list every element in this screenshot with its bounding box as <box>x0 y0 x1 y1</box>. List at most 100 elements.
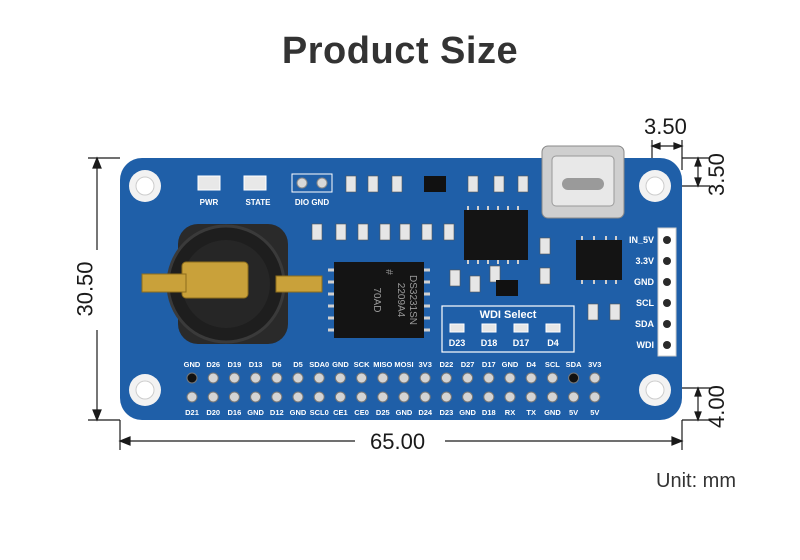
gpio-pin <box>483 372 495 384</box>
side-pin-wdi: WDI <box>637 340 655 350</box>
gpio-pin <box>525 372 537 384</box>
gpio-top-label: D17 <box>482 360 496 369</box>
gpio-bottom-label: D18 <box>482 408 496 417</box>
gpio-top-label: SCL <box>545 360 560 369</box>
gpio-pin <box>589 391 601 403</box>
gpio-pin <box>377 391 389 403</box>
gpio-pin <box>207 372 219 384</box>
gpio-pin <box>419 372 431 384</box>
gpio-pin <box>546 372 558 384</box>
gpio-top-label: D5 <box>293 360 303 369</box>
gpio-pin <box>313 391 325 403</box>
gpio-pin <box>440 372 452 384</box>
page-title: Product Size <box>281 30 519 72</box>
gpio-bottom-label: D21 <box>185 408 199 417</box>
wdi-select: WDI Select D23 D18 D17 D4 <box>441 305 575 353</box>
gpio-pin <box>186 391 198 403</box>
gpio-pin <box>462 391 474 403</box>
side-pin-in5v: IN_5V <box>629 235 654 245</box>
gpio-pin <box>440 391 452 403</box>
hole-offset: 4.00 <box>704 385 729 428</box>
gpio-top-label: SDA0 <box>309 360 329 369</box>
rtc-chip: DS3231SN 2209A4 # 70AD <box>328 262 430 338</box>
gpio-pin <box>313 372 325 384</box>
transistors <box>424 176 518 296</box>
gpio-pin <box>568 372 580 384</box>
gpio-top-label: 3V3 <box>588 360 601 369</box>
unit-label: Unit: mm <box>656 470 736 492</box>
chip-marking-4: 70AD <box>371 287 382 312</box>
gpio-top-label: D4 <box>526 360 536 369</box>
gpio-pin <box>419 391 431 403</box>
wdi-option-d4: D4 <box>547 338 559 348</box>
gpio-bottom-label: 5V <box>590 408 599 417</box>
gpio-top-label: MISO <box>373 360 392 369</box>
gpio-bottom-label: CE1 <box>333 408 348 417</box>
gpio-pin <box>546 391 558 403</box>
chip-marking-1: DS3231SN <box>407 275 418 325</box>
gpio-top-label: SDA <box>566 360 582 369</box>
gpio-pin <box>398 391 410 403</box>
gpio-bottom-label: 5V <box>569 408 578 417</box>
gpio-pin <box>250 372 262 384</box>
connector-offset-y: 3.50 <box>704 153 729 196</box>
gpio-pin <box>250 391 262 403</box>
gpio-top-label: D19 <box>228 360 242 369</box>
gpio-bottom-label: D23 <box>440 408 454 417</box>
wdi-option-d23: D23 <box>449 338 466 348</box>
gpio-bottom-label: TX <box>526 408 536 417</box>
wdi-option-d17: D17 <box>513 338 530 348</box>
gpio-top-label: D26 <box>206 360 220 369</box>
chip-marking-2: 2209A4 <box>395 283 406 318</box>
gpio-pin <box>228 391 240 403</box>
gpio-bottom-label: D12 <box>270 408 284 417</box>
gpio-bottom-label: CE0 <box>354 408 369 417</box>
gpio-pin <box>504 391 516 403</box>
passive-components <box>311 175 621 321</box>
led-label-state: STATE <box>245 198 271 207</box>
gpio-pin <box>271 391 283 403</box>
gpio-pin <box>504 372 516 384</box>
side-chip <box>576 236 622 284</box>
gpio-pin <box>356 391 368 403</box>
gpio-pin <box>568 391 580 403</box>
gpio-bottom-label: SCL0 <box>310 408 329 417</box>
dio-header: DIO GND <box>291 173 333 207</box>
gpio-bottom-label: GND <box>396 408 413 417</box>
gpio-pin <box>271 372 283 384</box>
gpio-top-label: SCK <box>354 360 370 369</box>
gpio-top-label: GND <box>502 360 519 369</box>
connector-offset-x: 3.50 <box>644 114 687 139</box>
gpio-pin <box>356 372 368 384</box>
gpio-top-label: GND <box>332 360 349 369</box>
gpio-pin <box>334 391 346 403</box>
width-dimension: 65.00 <box>370 429 426 454</box>
gpio-top-label: 3V3 <box>419 360 432 369</box>
gpio-top-label: GND <box>184 360 201 369</box>
side-pin-scl: SCL <box>636 298 655 308</box>
gpio-pin <box>377 372 389 384</box>
gpio-bottom-label: GND <box>247 408 264 417</box>
gpio-bottom-label: GND <box>290 408 307 417</box>
dio-header-label: DIO GND <box>295 198 329 207</box>
wdi-option-d18: D18 <box>481 338 498 348</box>
gpio-header: GNDD21D26D20D19D16D13GNDD6D12D5GNDSDA0SC… <box>184 360 602 417</box>
gpio-pin <box>589 372 601 384</box>
gpio-top-label: MOSI <box>394 360 413 369</box>
gpio-pin <box>207 391 219 403</box>
gpio-top-label: D22 <box>440 360 454 369</box>
mounting-holes <box>129 170 671 406</box>
side-pin-gnd: GND <box>634 277 655 287</box>
status-leds: PWR STATE <box>197 175 271 207</box>
wdi-select-title: WDI Select <box>480 309 537 321</box>
gpio-bottom-label: D25 <box>376 408 390 417</box>
side-header: IN_5V 3.3V GND SCL SDA WDI <box>629 227 677 357</box>
gpio-pin <box>228 372 240 384</box>
gpio-pin <box>525 391 537 403</box>
dimension-lines <box>88 140 710 450</box>
height-dimension: 30.50 <box>72 261 98 317</box>
gpio-bottom-label: D24 <box>418 408 433 417</box>
gpio-pin <box>483 391 495 403</box>
led-label-pwr: PWR <box>200 198 219 207</box>
battery-holder <box>141 224 323 344</box>
